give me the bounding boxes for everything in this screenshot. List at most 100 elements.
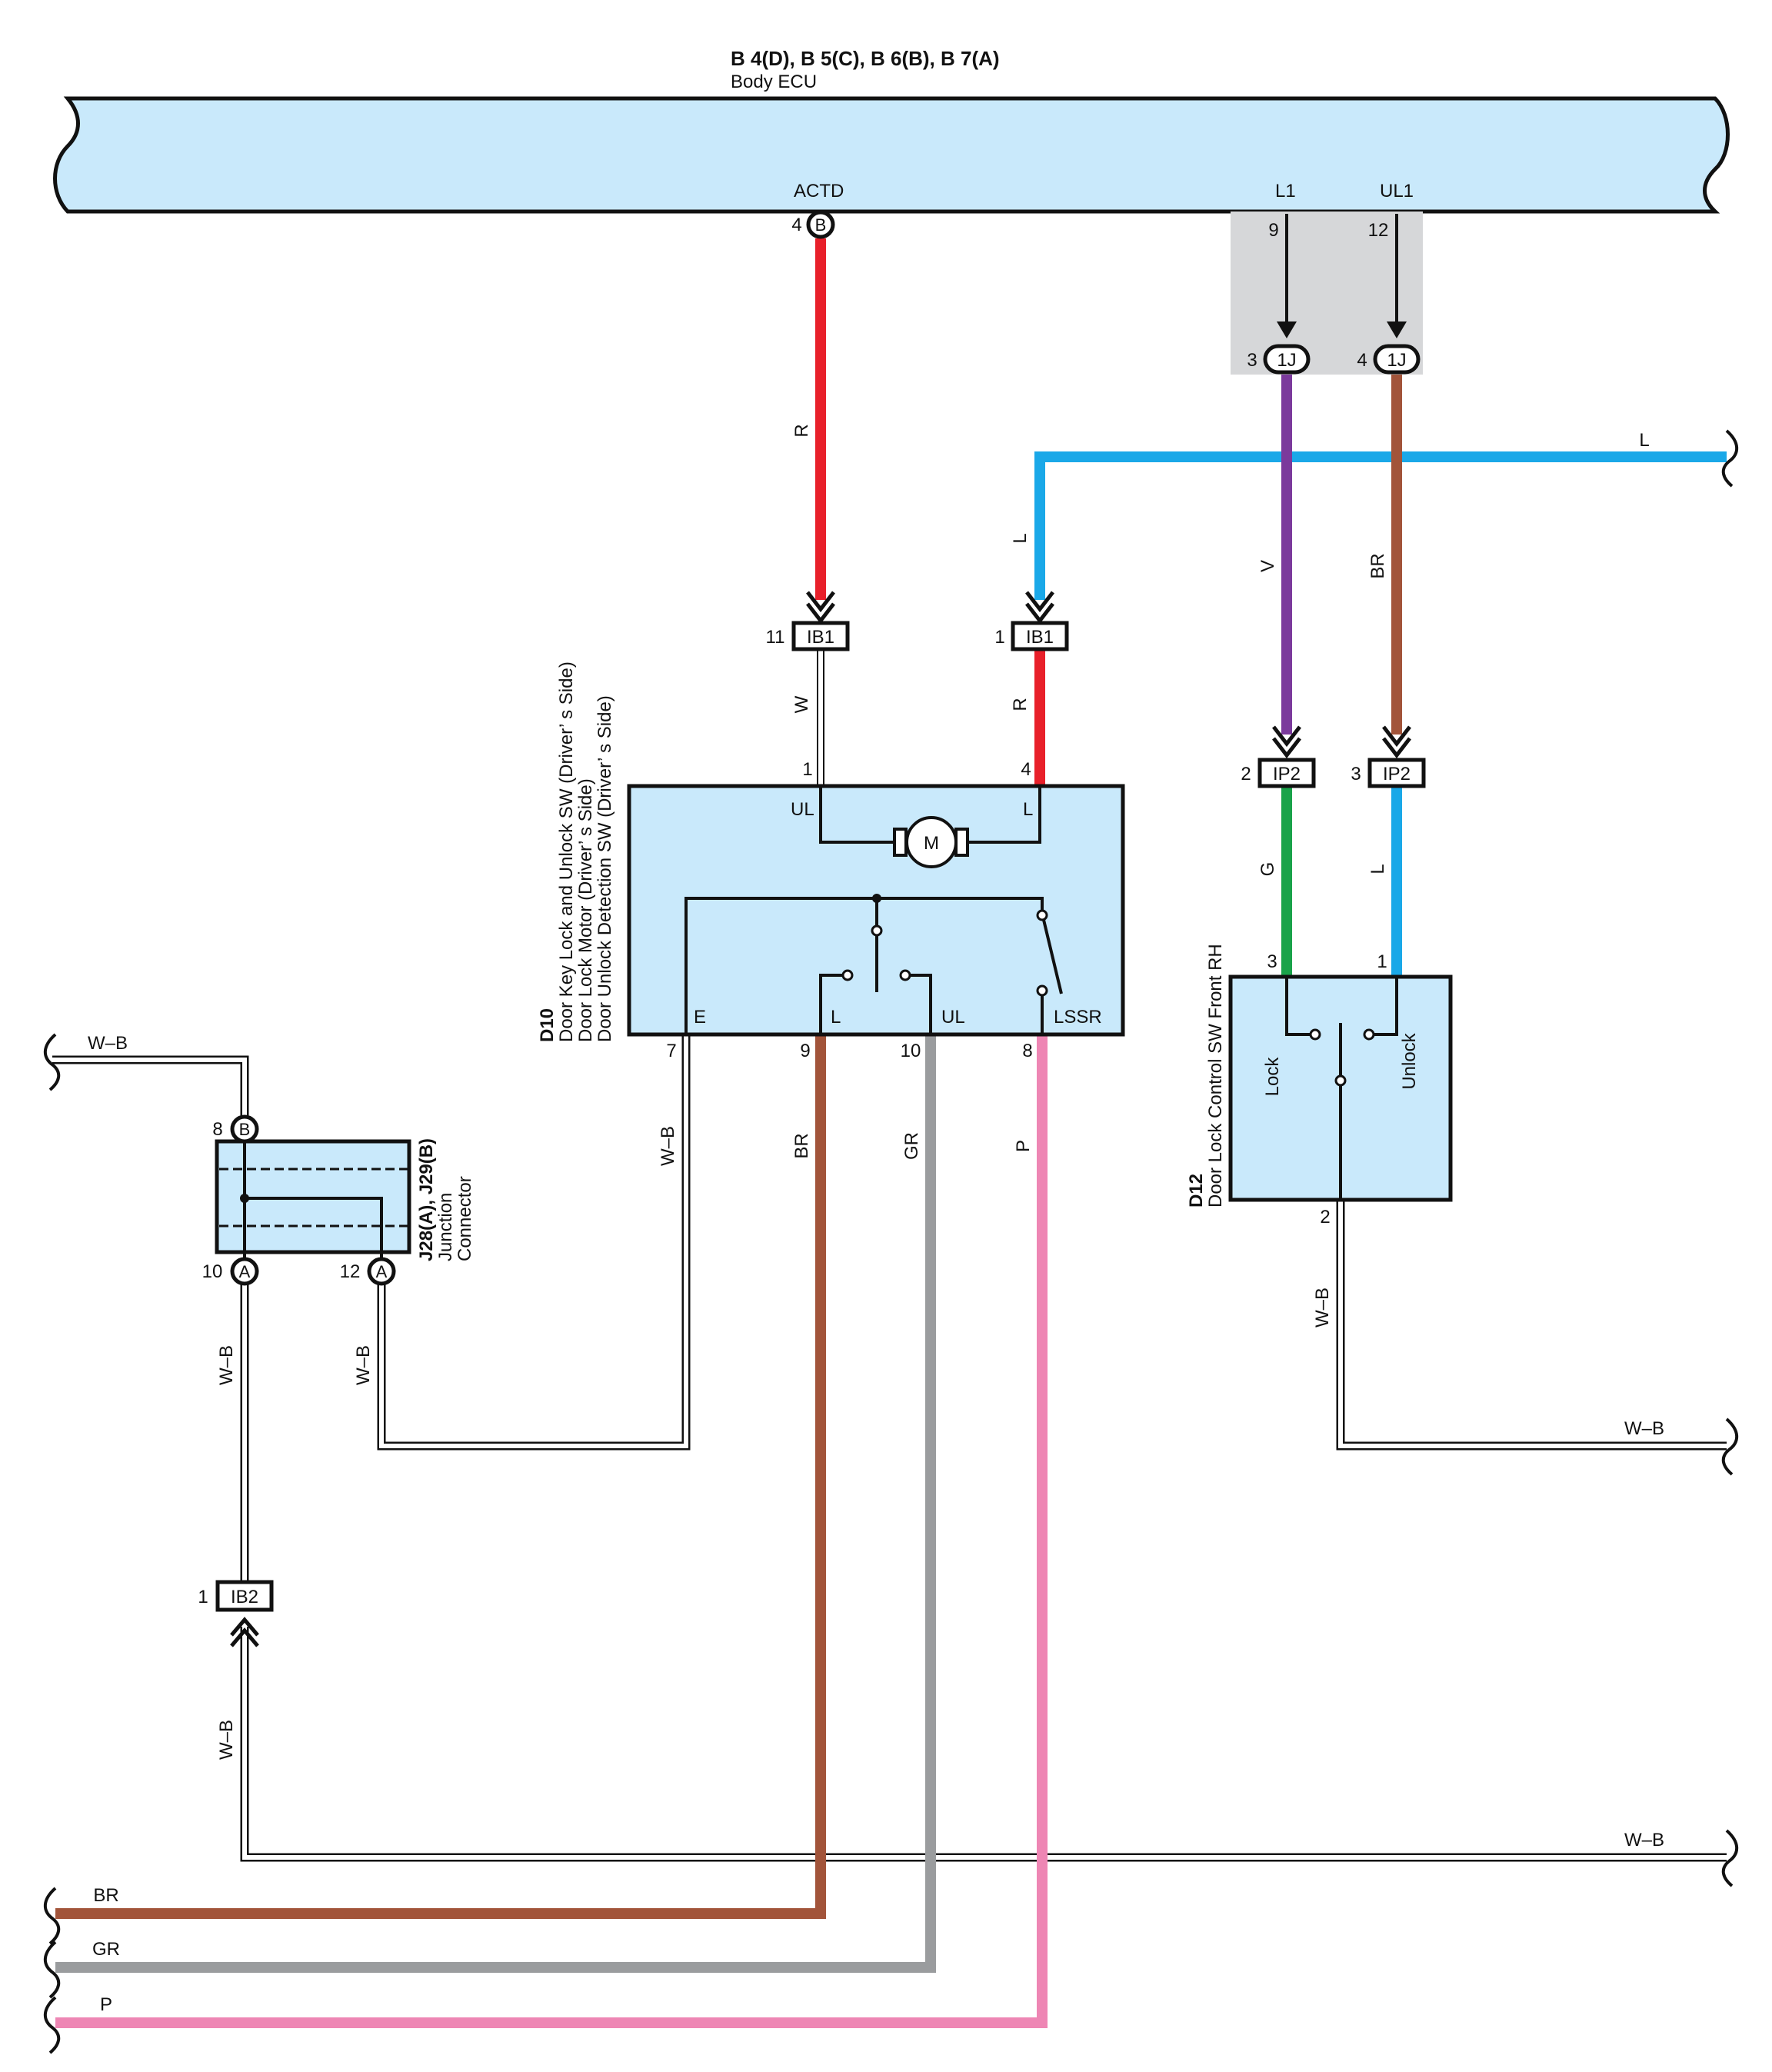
- wire-l-main: [1034, 451, 1727, 600]
- svg-text:L: L: [1010, 533, 1031, 543]
- svg-text:Door Unlock Detection SW (Driv: Door Unlock Detection SW (Driver’ s Side…: [595, 695, 615, 1042]
- svg-text:4: 4: [1357, 350, 1367, 371]
- svg-text:D12: D12: [1186, 1174, 1207, 1208]
- wire-labels: R L L V BR W R G L W–B W–B BR GR P W–B W…: [88, 424, 1664, 2015]
- connector-actd-b: B 4: [791, 210, 835, 239]
- wire-wb-top: [52, 1055, 249, 1117]
- junction-connector: B 8 A 10 A 12: [202, 1114, 411, 1286]
- svg-text:IP2: IP2: [1273, 764, 1301, 784]
- svg-text:7: 7: [666, 1041, 676, 1061]
- svg-text:Unlock: Unlock: [1399, 1032, 1420, 1089]
- connector-ip2-b: IP2 3: [1351, 758, 1426, 788]
- svg-text:BR: BR: [93, 1885, 118, 1906]
- svg-text:G: G: [1257, 862, 1278, 877]
- svg-text:Door Lock Control SW Front RH: Door Lock Control SW Front RH: [1205, 944, 1226, 1208]
- svg-text:BR: BR: [1367, 553, 1388, 578]
- svg-text:Junction: Junction: [435, 1193, 456, 1261]
- arrowheads: [230, 591, 1411, 1647]
- connector-ib2: IB2 1: [198, 1580, 274, 1612]
- svg-text:1: 1: [198, 1587, 208, 1607]
- connector-ib1-b: IB1 1: [994, 621, 1069, 651]
- svg-text:R: R: [1010, 698, 1031, 711]
- svg-text:2: 2: [1320, 1207, 1330, 1228]
- svg-text:W–B: W–B: [1312, 1288, 1333, 1327]
- svg-text:3: 3: [1267, 951, 1277, 972]
- d12-door-lock-control-switch: Lock Unlock 3 1 2: [1228, 951, 1453, 1228]
- svg-text:W–B: W–B: [216, 1720, 237, 1760]
- svg-text:4: 4: [1021, 759, 1031, 780]
- svg-text:8: 8: [1022, 1041, 1032, 1061]
- wire-br-bottom: [55, 1034, 826, 1919]
- connector-1j-ul1: 1J 4: [1357, 344, 1421, 375]
- svg-text:W–B: W–B: [1624, 1418, 1664, 1439]
- svg-text:W–B: W–B: [1624, 1830, 1664, 1850]
- svg-text:UL: UL: [941, 1007, 965, 1028]
- svg-text:A: A: [239, 1262, 251, 1281]
- svg-text:1J: 1J: [1277, 350, 1296, 371]
- junction-connector-description: J28(A), J29(B) Junction Connector: [416, 1138, 475, 1261]
- svg-text:3: 3: [1351, 764, 1361, 784]
- svg-text:UL: UL: [791, 799, 814, 820]
- svg-text:1: 1: [802, 759, 812, 780]
- svg-text:9: 9: [800, 1041, 810, 1061]
- svg-text:1: 1: [994, 627, 1004, 648]
- svg-text:W–B: W–B: [658, 1126, 678, 1166]
- svg-text:8: 8: [212, 1119, 222, 1140]
- svg-text:BR: BR: [791, 1133, 812, 1158]
- svg-text:Connector: Connector: [455, 1176, 475, 1261]
- svg-text:Lock: Lock: [1262, 1057, 1283, 1097]
- svg-text:Door Lock Motor (Driver’ s Sid: Door Lock Motor (Driver’ s Side): [575, 778, 596, 1042]
- wire-p-bottom: [55, 1034, 1048, 2028]
- ecu-terminal-ul1: UL1: [1380, 181, 1414, 202]
- svg-text:GR: GR: [901, 1132, 922, 1160]
- svg-text:W–B: W–B: [353, 1345, 374, 1385]
- svg-text:B: B: [815, 215, 827, 235]
- svg-text:IP2: IP2: [1383, 764, 1411, 784]
- svg-text:R: R: [791, 424, 812, 437]
- svg-text:L: L: [1367, 864, 1388, 874]
- d10-description: D10 Door Key Lock and Unlock SW (Driver’…: [537, 661, 615, 1042]
- svg-text:A: A: [376, 1262, 388, 1281]
- svg-text:LSSR: LSSR: [1054, 1007, 1102, 1028]
- svg-text:V: V: [1257, 560, 1278, 572]
- svg-text:Door Key Lock and Unlock SW (D: Door Key Lock and Unlock SW (Driver’ s S…: [556, 661, 577, 1042]
- svg-text:IB2: IB2: [231, 1587, 258, 1607]
- svg-text:D10: D10: [537, 1008, 558, 1042]
- svg-text:11: 11: [766, 627, 785, 648]
- ecu-connectors: B 4(D), B 5(C), B 6(B), B 7(A): [731, 47, 1000, 70]
- wire-wb-d12: [1336, 1200, 1727, 1451]
- continuation-marks: [43, 429, 1739, 2054]
- svg-text:1: 1: [1377, 951, 1387, 972]
- svg-text:2: 2: [1241, 764, 1251, 784]
- d10-switch-motor: M UL L E L UL LSSR 1 4 7 9 10 8: [627, 759, 1125, 1061]
- svg-text:E: E: [694, 1007, 706, 1028]
- svg-text:L: L: [831, 1007, 841, 1028]
- svg-text:B: B: [239, 1120, 251, 1139]
- ecu-terminal-actd: ACTD: [794, 181, 844, 202]
- ecu-terminal-l1: L1: [1275, 181, 1296, 202]
- svg-text:W–B: W–B: [216, 1345, 237, 1385]
- svg-text:3: 3: [1247, 350, 1257, 371]
- wire-gr-bottom: [55, 1034, 936, 1973]
- svg-text:IB1: IB1: [1026, 627, 1054, 648]
- ecu-pin-l1: 9: [1268, 220, 1278, 241]
- svg-text:GR: GR: [92, 1939, 120, 1960]
- svg-text:L: L: [1639, 430, 1649, 451]
- svg-text:W: W: [791, 695, 812, 713]
- body-ecu: B 4(D), B 5(C), B 6(B), B 7(A) Body ECU …: [53, 47, 1730, 214]
- svg-text:IB1: IB1: [807, 627, 834, 648]
- svg-text:1J: 1J: [1387, 350, 1406, 371]
- connector-1j-l1: 1J 3: [1247, 344, 1311, 375]
- svg-text:J28(A), J29(B): J28(A), J29(B): [416, 1138, 437, 1261]
- svg-text:P: P: [100, 1994, 112, 2015]
- connector-ip2-a: IP2 2: [1241, 758, 1316, 788]
- ecu-pin-ul1: 12: [1368, 220, 1389, 241]
- connector-ib1-a: IB1 11: [766, 621, 850, 651]
- svg-text:L: L: [1023, 799, 1033, 820]
- svg-text:12: 12: [340, 1261, 361, 1282]
- motor-label: M: [924, 833, 939, 854]
- svg-text:W–B: W–B: [88, 1033, 128, 1054]
- wire-wb-bottom: [240, 1627, 1727, 1862]
- ecu-name: Body ECU: [731, 72, 817, 92]
